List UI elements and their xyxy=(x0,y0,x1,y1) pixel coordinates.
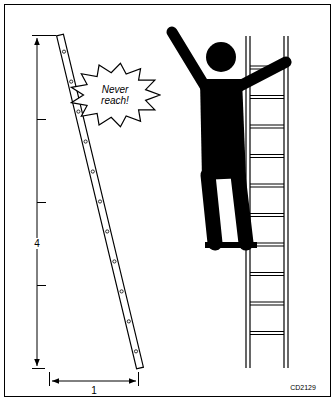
rung xyxy=(250,304,284,305)
rung-dot xyxy=(106,230,109,233)
rung-dot xyxy=(62,50,65,53)
rung xyxy=(250,216,284,217)
rung-dot xyxy=(77,110,80,113)
rung-dot xyxy=(91,170,94,173)
rung xyxy=(250,275,284,276)
figure-code: CD2129 xyxy=(288,384,318,392)
rung-dot xyxy=(134,350,137,353)
rung-dot xyxy=(120,290,123,293)
rung-dot xyxy=(70,80,73,83)
rung-dot xyxy=(98,200,101,203)
rung xyxy=(250,331,284,332)
dimension-label: 1 xyxy=(89,385,99,396)
rung xyxy=(250,98,284,99)
rung xyxy=(250,154,284,155)
rung xyxy=(250,183,284,184)
rung xyxy=(250,301,284,302)
rung xyxy=(250,186,284,187)
dimension-label: 4 xyxy=(32,238,42,249)
rung xyxy=(250,157,284,158)
burst-shape xyxy=(71,63,160,127)
rung xyxy=(250,127,284,128)
rung xyxy=(250,124,284,125)
rung xyxy=(250,95,284,96)
upright-ladder xyxy=(246,36,288,368)
rung-dot xyxy=(113,260,116,263)
callout-text: Never reach! xyxy=(95,84,135,106)
frame xyxy=(5,5,331,397)
rung xyxy=(250,272,284,273)
rung xyxy=(250,334,284,335)
rung-dot xyxy=(127,320,130,323)
rung-dot xyxy=(84,140,87,143)
person-silhouette xyxy=(172,32,286,248)
rung xyxy=(250,213,284,214)
callout-burst: Never reach! xyxy=(69,62,161,128)
height-dimension xyxy=(32,36,56,369)
